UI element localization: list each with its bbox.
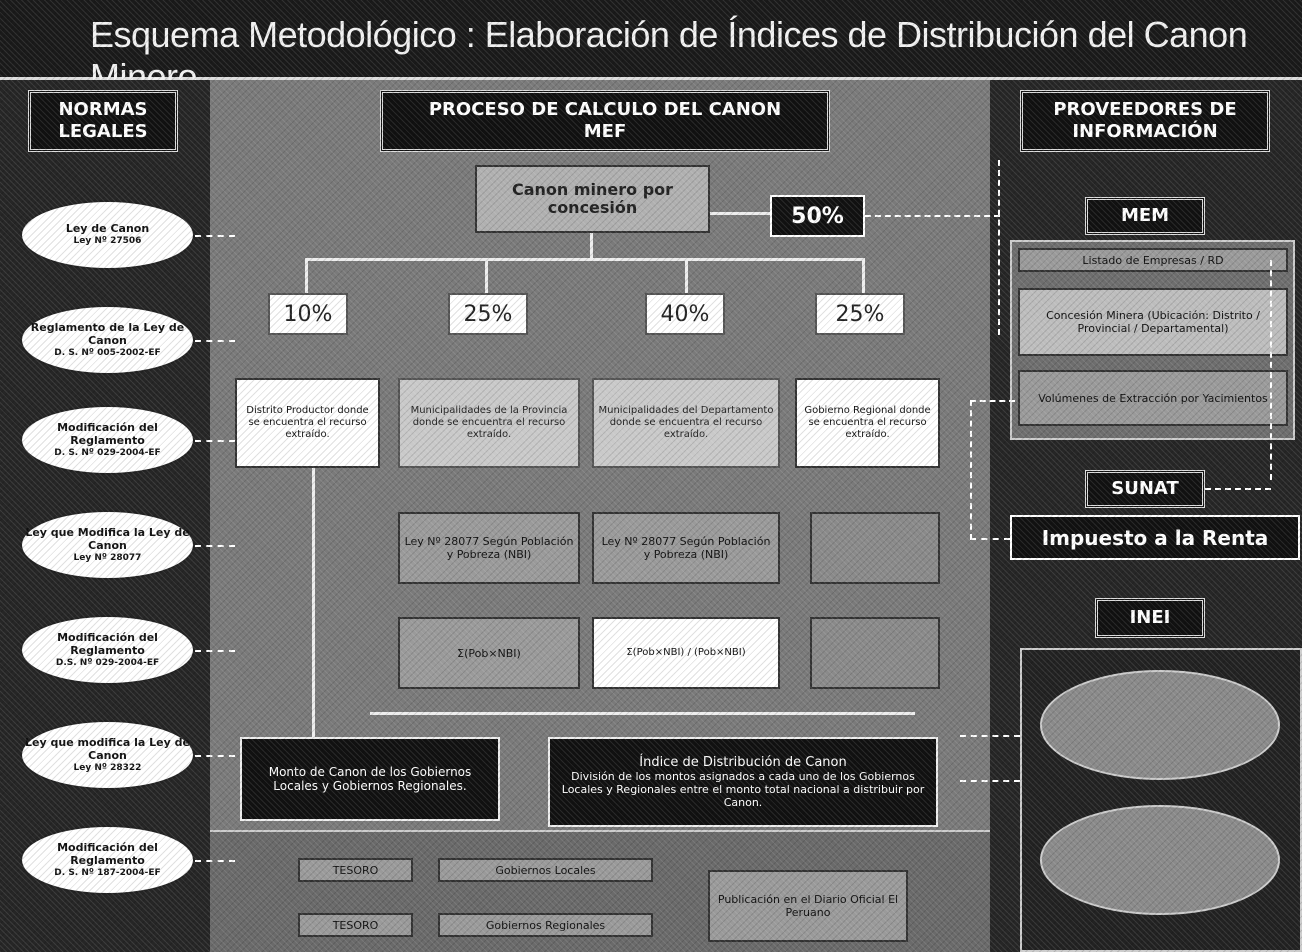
- mem-item: Listado de Empresas / RD: [1018, 248, 1288, 272]
- connector: [195, 340, 235, 342]
- header-normas: NORMAS LEGALES: [28, 90, 178, 152]
- percent-box: 25%: [448, 293, 528, 335]
- formula-box: Σ(Pob×NBI): [398, 617, 580, 689]
- inei-oval: [1040, 805, 1280, 915]
- connector: [312, 465, 315, 745]
- recipient-box: Municipalidades del Departamento donde s…: [592, 378, 780, 468]
- tesoro-box: TESORO: [298, 858, 413, 882]
- gobiernos-locales-box: Gobiernos Locales: [438, 858, 653, 882]
- formula-box: Σ(Pob×NBI) / (Pob×NBI): [592, 617, 780, 689]
- connector: [970, 400, 972, 540]
- canon-concesion-box: Canon minero por concesión: [475, 165, 710, 233]
- connector: [862, 258, 865, 293]
- mem-item: Volúmenes de Extracción por Yacimientos: [1018, 370, 1288, 426]
- percent-box: 10%: [268, 293, 348, 335]
- publicacion-box: Publicación en el Diario Oficial El Peru…: [708, 870, 908, 942]
- connector: [970, 400, 1015, 402]
- connector: [1270, 260, 1272, 480]
- mem-label: MEM: [1085, 197, 1205, 235]
- impuesto-renta-box: Impuesto a la Renta: [1010, 515, 1300, 560]
- title-bar: Esquema Metodológico : Elaboración de Ín…: [0, 0, 1302, 97]
- recipient-box: Gobierno Regional donde se encuentra el …: [795, 378, 940, 468]
- connector: [305, 258, 865, 261]
- indice-distribucion-box: Índice de Distribución de Canon División…: [548, 737, 938, 827]
- connector: [1205, 488, 1271, 490]
- connector: [970, 538, 1010, 540]
- connector: [960, 735, 1020, 737]
- connector: [998, 160, 1000, 335]
- formula-box-empty: [810, 617, 940, 689]
- connector: [195, 650, 235, 652]
- criteria-box: Ley Nº 28077 Según Población y Pobreza (…: [592, 512, 780, 584]
- connector: [710, 212, 770, 215]
- connector: [195, 235, 235, 237]
- recipient-box: Municipalidades de la Provincia donde se…: [398, 378, 580, 468]
- mem-item: Concesión Minera (Ubicación: Distrito / …: [1018, 288, 1288, 356]
- connector: [370, 712, 915, 715]
- percent-box: 25%: [815, 293, 905, 335]
- connector: [195, 545, 235, 547]
- fifty-percent-box: 50%: [770, 195, 865, 237]
- connector: [195, 755, 235, 757]
- header-proceso: PROCESO DE CALCULO DEL CANON MEF: [380, 90, 830, 152]
- tesoro-box: TESORO: [298, 913, 413, 937]
- connector: [485, 258, 488, 293]
- connector: [960, 780, 1020, 782]
- connector: [305, 258, 308, 293]
- criteria-box: Ley Nº 28077 Según Población y Pobreza (…: [398, 512, 580, 584]
- connector: [590, 230, 593, 260]
- diagram-title: Esquema Metodológico : Elaboración de Ín…: [90, 14, 1248, 97]
- recipient-box: Distrito Productor donde se encuentra el…: [235, 378, 380, 468]
- inei-oval: [1040, 670, 1280, 780]
- header-proveedores: PROVEEDORES DE INFORMACIÓN: [1020, 90, 1270, 152]
- monto-canon-box: Monto de Canon de los Gobiernos Locales …: [240, 737, 500, 821]
- connector: [685, 258, 688, 293]
- connector: [195, 440, 235, 442]
- criteria-box-empty: [810, 512, 940, 584]
- sunat-label: SUNAT: [1085, 470, 1205, 508]
- connector: [195, 860, 235, 862]
- connector: [865, 215, 1000, 217]
- inei-label: INEI: [1095, 598, 1205, 638]
- percent-box: 40%: [645, 293, 725, 335]
- gobiernos-regionales-box: Gobiernos Regionales: [438, 913, 653, 937]
